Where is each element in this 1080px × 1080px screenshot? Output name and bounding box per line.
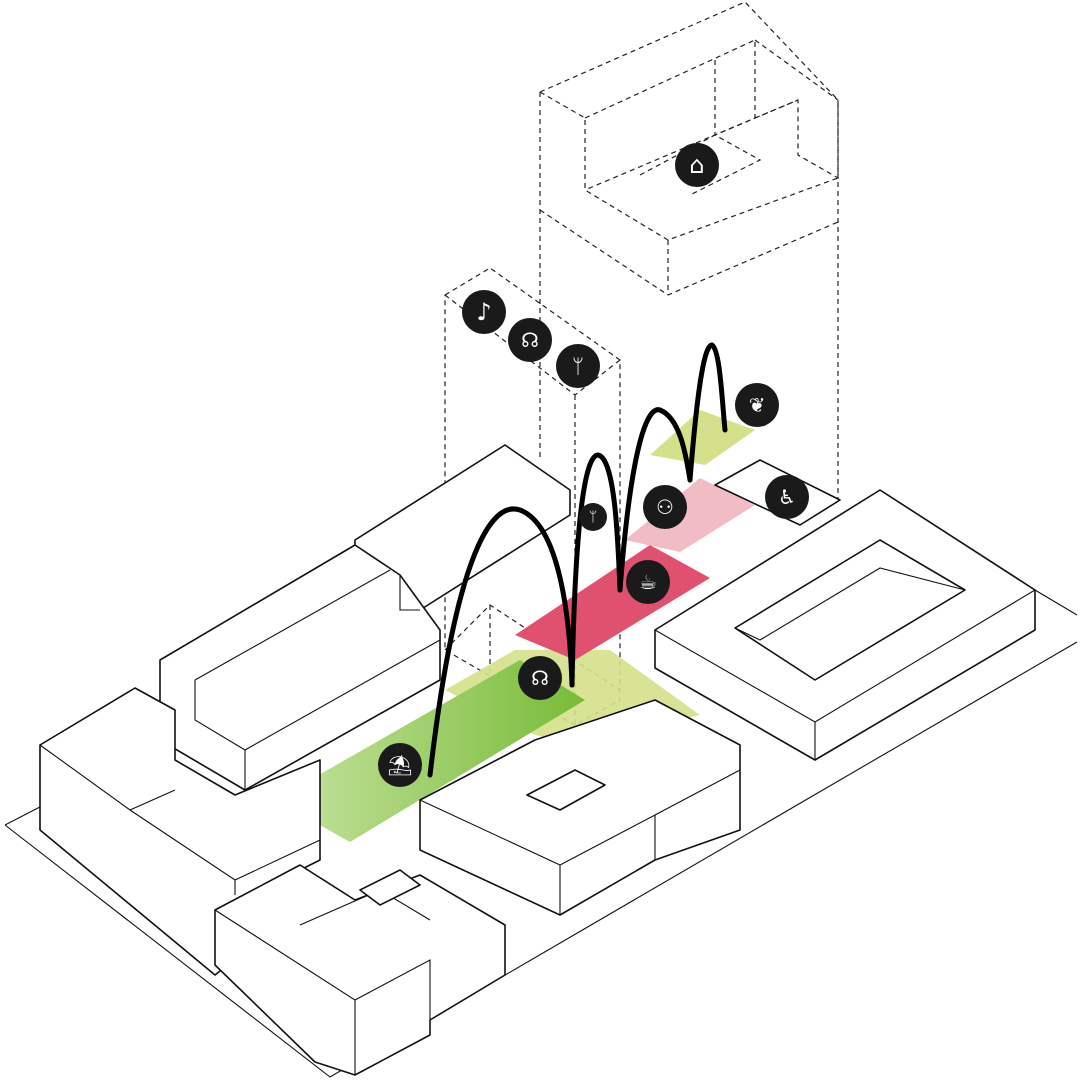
program-surfaces xyxy=(275,410,755,842)
arc-3 xyxy=(617,407,693,593)
coffee-cup-icon: ☕ xyxy=(626,560,670,604)
svg-text:⌂: ⌂ xyxy=(689,151,704,179)
seated-person-icon: ♿ xyxy=(765,475,809,519)
arc-1 xyxy=(427,506,575,778)
home-family-icon: ⌂ xyxy=(675,143,719,187)
dashed-tower xyxy=(539,1,839,500)
swing-ground-icon: ☊ xyxy=(518,656,562,700)
buildings xyxy=(39,444,1036,1076)
svg-text:☊: ☊ xyxy=(531,666,549,690)
svg-text:⛱: ⛱ xyxy=(387,753,412,777)
svg-text:⚇: ⚇ xyxy=(656,495,674,519)
music-note-icon: ♪ xyxy=(462,290,506,334)
cutlery-icon: ᛘ xyxy=(556,344,600,388)
pink-gathering xyxy=(625,478,755,552)
svg-text:ᛘ: ᛘ xyxy=(572,354,584,378)
svg-text:☊: ☊ xyxy=(521,328,539,352)
arc-4 xyxy=(687,342,728,483)
svg-text:❦: ❦ xyxy=(749,393,766,417)
svg-text:☕: ☕ xyxy=(639,570,657,594)
arc-2 xyxy=(569,452,623,688)
balloon-dog-icon: ❦ xyxy=(735,383,779,427)
beach-umbrella-icon: ⛱ xyxy=(378,743,422,787)
swing-icon: ☊ xyxy=(508,318,552,362)
green-park xyxy=(275,660,585,842)
svg-text:♪: ♪ xyxy=(476,298,491,326)
cutlery-small-icon: ᛘ xyxy=(579,503,607,531)
svg-text:♿: ♿ xyxy=(778,485,796,509)
people-group-icon: ⚇ xyxy=(643,485,687,529)
yellow-top-patch xyxy=(650,410,755,465)
connection-arcs xyxy=(427,342,728,778)
svg-text:ᛘ: ᛘ xyxy=(589,509,597,525)
